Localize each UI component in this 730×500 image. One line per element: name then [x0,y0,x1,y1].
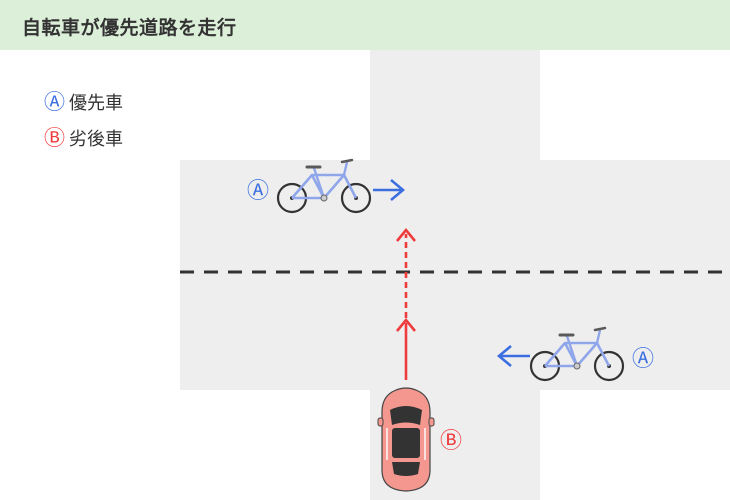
car-icon [377,387,435,492]
legend-mark-a: Ⓐ [44,89,65,114]
page-title: 自転車が優先道路を走行 [22,17,237,39]
arrow-left-icon [496,345,530,367]
header-bar: 自転車が優先道路を走行 [0,0,730,50]
legend: Ⓐ 優先車 Ⓑ 劣後車 [44,84,123,156]
legend-item-subordinate: Ⓑ 劣後車 [44,120,123,156]
arrow-right-icon [373,179,406,201]
bicycle-top-mark: Ⓐ [247,179,269,204]
legend-label-subordinate: 劣後車 [69,129,123,150]
car-mark: Ⓑ [440,429,462,454]
arrow-up-icon [395,227,417,380]
bicycle-bottom-mark: Ⓐ [632,347,654,372]
road-horizontal [180,160,730,390]
legend-mark-b: Ⓑ [44,125,65,150]
legend-label-priority: 優先車 [69,93,123,114]
legend-item-priority: Ⓐ 優先車 [44,84,123,120]
